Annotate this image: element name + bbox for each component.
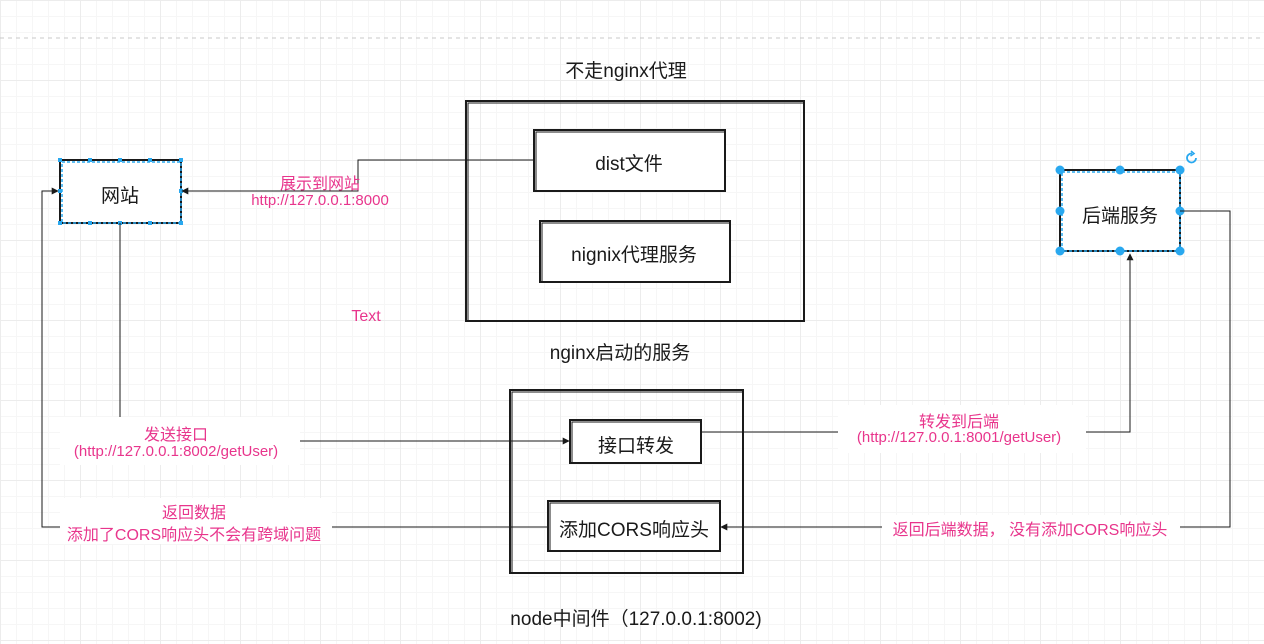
dist-files-label: dist文件 bbox=[595, 154, 663, 175]
website-box[interactable] bbox=[59, 159, 182, 224]
backend-selection-handles[interactable] bbox=[1055, 165, 1185, 256]
return-backend-data-label: 返回后端数据， 没有添加CORS响应头 bbox=[892, 522, 1168, 539]
display-to-site-label: 展示到网站 bbox=[279, 176, 361, 193]
edge-dist-to-website[interactable] bbox=[181, 159, 534, 195]
nginx-proxy-box[interactable] bbox=[539, 220, 731, 283]
nginx-service-title: nginx启动的服务 bbox=[549, 343, 691, 364]
send-api-label: 发送接口 bbox=[143, 427, 209, 444]
add-cors-header-label: 添加CORS响应头 bbox=[559, 520, 709, 541]
forward-backend-label: 转发到后端 bbox=[918, 414, 1000, 431]
website-label: 网站 bbox=[100, 186, 140, 207]
return-data-note-label: 添加了CORS响应头不会有跨域问题 bbox=[66, 527, 322, 544]
node-middleware-container[interactable] bbox=[509, 389, 744, 574]
api-forward-box[interactable] bbox=[569, 419, 702, 464]
label-mask bbox=[60, 498, 332, 544]
return-data-label: 返回数据 bbox=[161, 505, 227, 522]
backend-service-label: 后端服务 bbox=[1081, 206, 1159, 227]
dist-file-box[interactable] bbox=[533, 129, 726, 192]
display-url-label: http://127.0.0.1:8000 bbox=[251, 192, 389, 209]
nginx-proxy-service-label: nignix代理服务 bbox=[571, 245, 697, 266]
rotate-icon[interactable] bbox=[1186, 150, 1197, 164]
nginx-container[interactable] bbox=[465, 100, 805, 322]
no-proxy-title: 不走nginx代理 bbox=[565, 61, 687, 82]
node-middleware-title: node中间件（127.0.0.1:8002) bbox=[510, 609, 762, 630]
stray-text-label[interactable]: Text bbox=[351, 308, 381, 325]
api-forward-label: 接口转发 bbox=[597, 436, 675, 457]
label-mask bbox=[882, 515, 1180, 539]
edge-cors-to-website[interactable] bbox=[41, 187, 548, 528]
send-api-url-label: (http://127.0.0.1:8002/getUser) bbox=[73, 443, 279, 460]
add-cors-box[interactable] bbox=[547, 500, 721, 552]
edge-website-to-api-forward[interactable] bbox=[119, 223, 570, 445]
label-mask bbox=[60, 417, 300, 465]
edge-backend-to-cors[interactable] bbox=[720, 210, 1231, 531]
label-mask bbox=[838, 405, 1086, 453]
forward-backend-url-label: (http://127.0.0.1:8001/getUser) bbox=[856, 429, 1062, 446]
